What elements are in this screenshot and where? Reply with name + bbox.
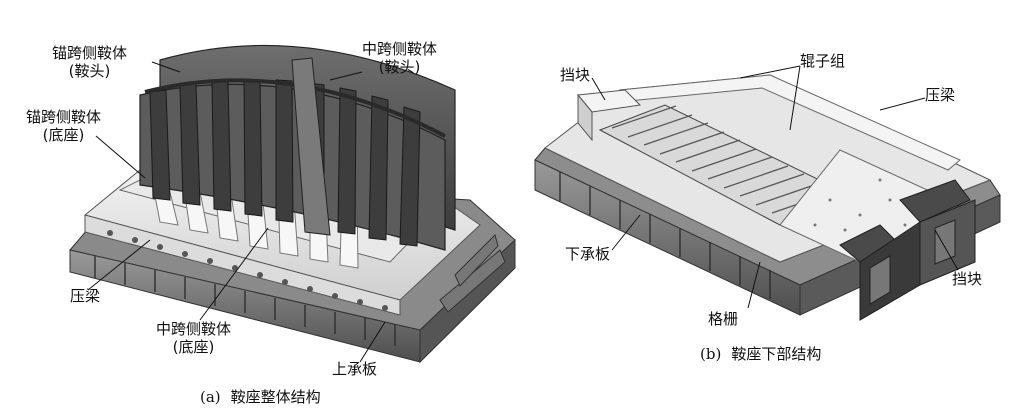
caption-figure-a: (a) 鞍座整体结构	[200, 386, 321, 407]
caption-a-label: (a)	[200, 388, 221, 406]
label-upper-plate: 上承板	[332, 360, 378, 378]
label-grid: 格栅	[708, 310, 739, 328]
label-stop-block-right: 挡块	[952, 270, 983, 288]
label-stop-block-top: 挡块	[560, 66, 591, 84]
label-mid-base: 中跨侧鞍体 (底座)	[156, 320, 232, 356]
label-mid-head: 中跨侧鞍体 (鞍头)	[362, 40, 438, 76]
saddle-b-geometry	[534, 74, 1001, 321]
label-press-beam-a: 压梁	[70, 287, 101, 305]
caption-a-text: 鞍座整体结构	[230, 388, 321, 406]
label-roller-group: 辊子组	[800, 52, 846, 70]
label-anchor-base: 锚跨侧鞍体 (底座)	[26, 108, 102, 144]
label-anchor-head: 锚跨侧鞍体 (鞍头)	[52, 44, 128, 80]
caption-b-label: (b)	[700, 345, 722, 363]
saddle-a-geometry	[69, 44, 516, 364]
caption-figure-b: (b) 鞍座下部结构	[700, 343, 821, 364]
label-lower-plate: 下承板	[565, 245, 611, 263]
label-press-beam-b: 压梁	[925, 86, 956, 104]
caption-b-text: 鞍座下部结构	[731, 345, 822, 363]
